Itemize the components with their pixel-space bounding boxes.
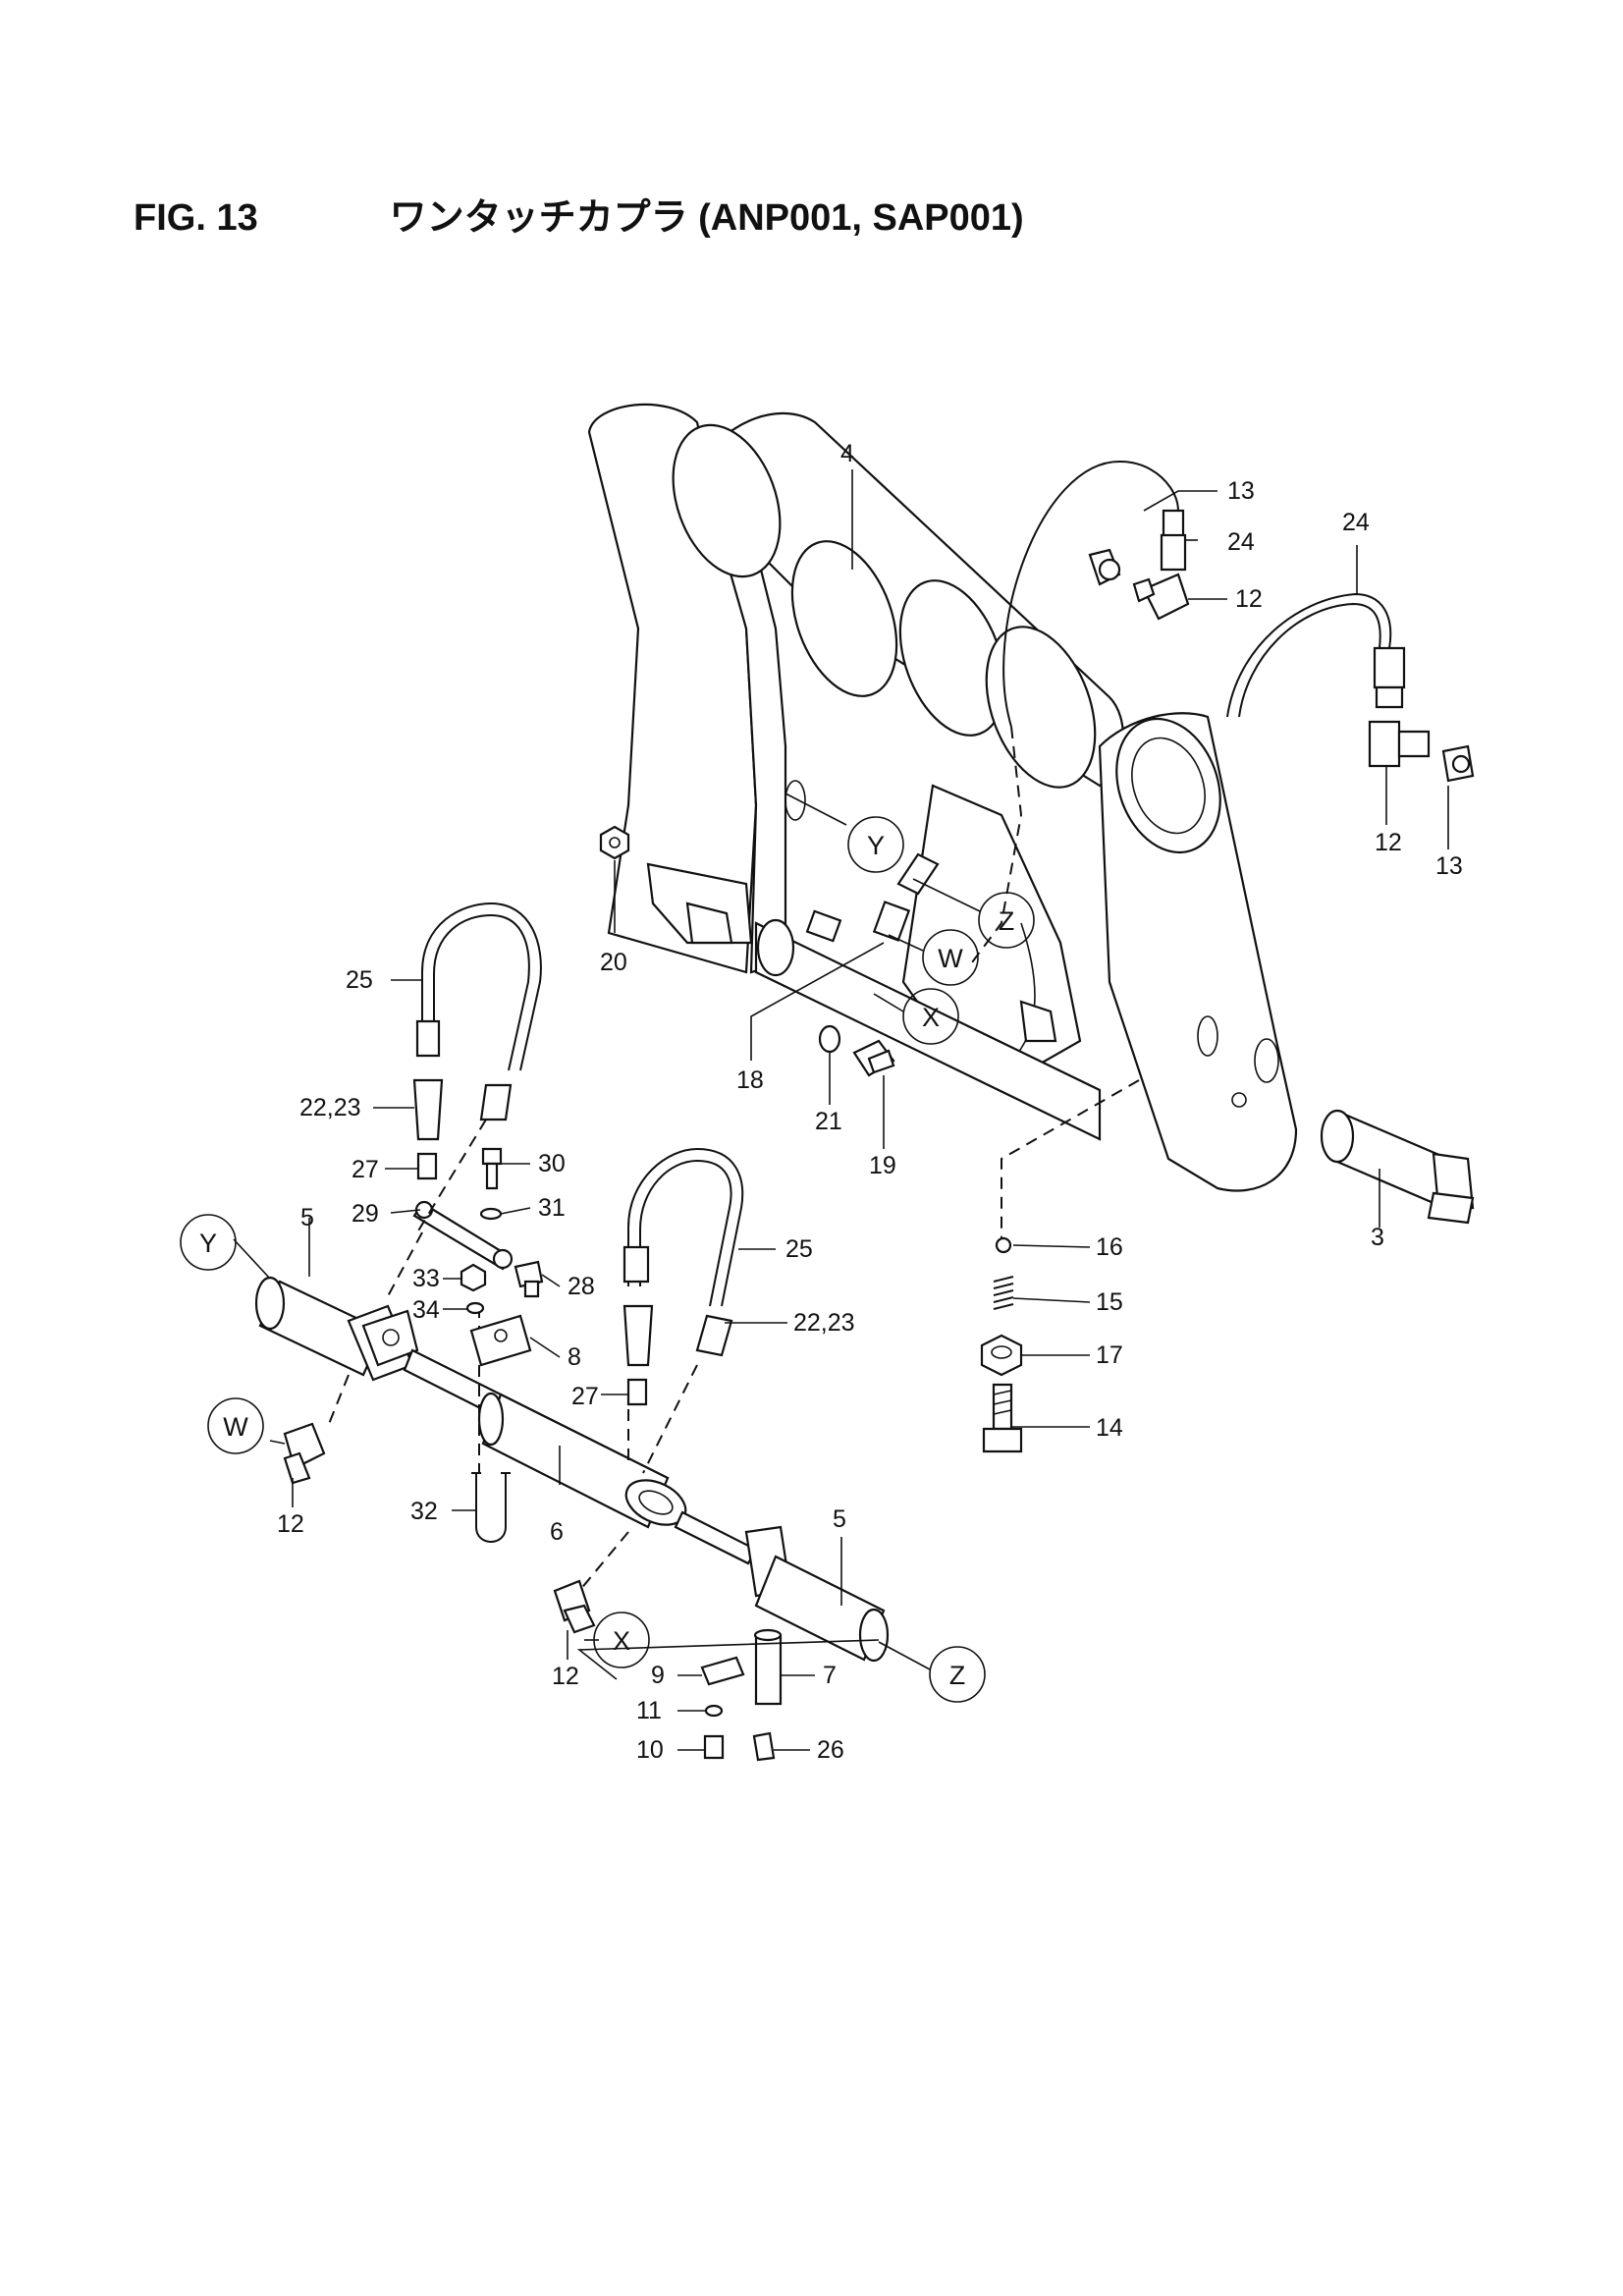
callout-9: 9 — [651, 1662, 665, 1689]
callout-10: 10 — [636, 1736, 664, 1764]
callout-27-lower: 27 — [571, 1383, 599, 1410]
marker-z-lower: Z — [929, 1646, 986, 1703]
callout-7: 7 — [823, 1662, 837, 1689]
callout-16: 16 — [1096, 1233, 1123, 1261]
callout-labels: 4 13 24 12 24 12 13 20 18 21 19 25 22,23… — [277, 440, 1463, 1764]
coupler-frame — [587, 403, 1298, 1247]
svg-text:Y: Y — [867, 831, 885, 860]
callout-34: 34 — [412, 1296, 440, 1324]
callout-28: 28 — [568, 1273, 595, 1300]
callout-25-lower: 25 — [785, 1235, 813, 1263]
figure-title: ワンタッチカプラ (ANP001, SAP001) — [389, 197, 1024, 239]
callout-17: 17 — [1096, 1341, 1123, 1369]
marker-x-upper: X — [902, 988, 959, 1045]
callout-15: 15 — [1096, 1288, 1123, 1316]
svg-text:Y: Y — [199, 1229, 217, 1258]
callout-30: 30 — [538, 1150, 566, 1177]
callout-12: 12 — [1235, 585, 1263, 613]
callout-5-left: 5 — [300, 1204, 314, 1231]
callout-21: 21 — [815, 1108, 842, 1135]
reference-markers: Y Z W X Y W X Z — [180, 793, 1035, 1703]
figure-number: FIG. 13 — [134, 197, 258, 239]
callout-13: 13 — [1227, 477, 1255, 505]
callout-12-right: 12 — [1375, 829, 1402, 856]
callout-18: 18 — [736, 1066, 764, 1094]
svg-text:X: X — [613, 1626, 630, 1656]
washer-bolt-21-19 — [818, 1024, 895, 1077]
callout-8: 8 — [568, 1343, 581, 1371]
callout-32: 32 — [410, 1498, 438, 1525]
svg-text:Z: Z — [949, 1661, 966, 1690]
callout-22-23: 22,23 — [299, 1094, 361, 1121]
callout-24-right: 24 — [1342, 509, 1370, 536]
callout-26: 26 — [817, 1736, 844, 1764]
callout-4: 4 — [840, 440, 854, 467]
leader-lines — [233, 469, 1449, 1751]
marker-w-upper: W — [922, 929, 979, 986]
svg-text:W: W — [223, 1412, 248, 1442]
callout-24: 24 — [1227, 528, 1255, 556]
callout-13-right: 13 — [1435, 852, 1463, 880]
callout-12-x: 12 — [552, 1663, 579, 1690]
callout-29: 29 — [352, 1200, 379, 1228]
callout-33: 33 — [412, 1265, 440, 1292]
fittings-top-right — [1088, 509, 1475, 783]
marker-z-upper: Z — [978, 892, 1035, 949]
callout-20: 20 — [600, 949, 627, 976]
nut-20 — [599, 825, 630, 860]
marker-y-lower: Y — [180, 1214, 237, 1271]
callout-27: 27 — [352, 1156, 379, 1183]
svg-text:Z: Z — [999, 906, 1015, 936]
callout-31: 31 — [538, 1194, 566, 1222]
callout-11: 11 — [636, 1697, 662, 1724]
callout-3: 3 — [1371, 1224, 1384, 1251]
cylinder-3 — [1320, 1109, 1475, 1225]
callout-22-23-lower: 22,23 — [793, 1309, 855, 1337]
callout-5-right: 5 — [833, 1505, 846, 1533]
callout-14: 14 — [1096, 1414, 1123, 1442]
callout-25: 25 — [346, 966, 373, 994]
svg-text:X: X — [922, 1003, 940, 1032]
callout-12-w: 12 — [277, 1510, 304, 1538]
figure-title-row: FIG. 13 ワンタッチカプラ (ANP001, SAP001) — [134, 187, 1024, 241]
marker-w-lower: W — [207, 1397, 264, 1454]
marker-x-lower: X — [593, 1612, 650, 1668]
marker-y-upper: Y — [847, 816, 904, 873]
lower-cylinder-assembly — [254, 902, 890, 1762]
svg-text:W: W — [938, 944, 963, 973]
stack-16-15-17-14 — [980, 1236, 1023, 1453]
callout-19: 19 — [869, 1152, 896, 1179]
callout-6: 6 — [550, 1518, 564, 1546]
